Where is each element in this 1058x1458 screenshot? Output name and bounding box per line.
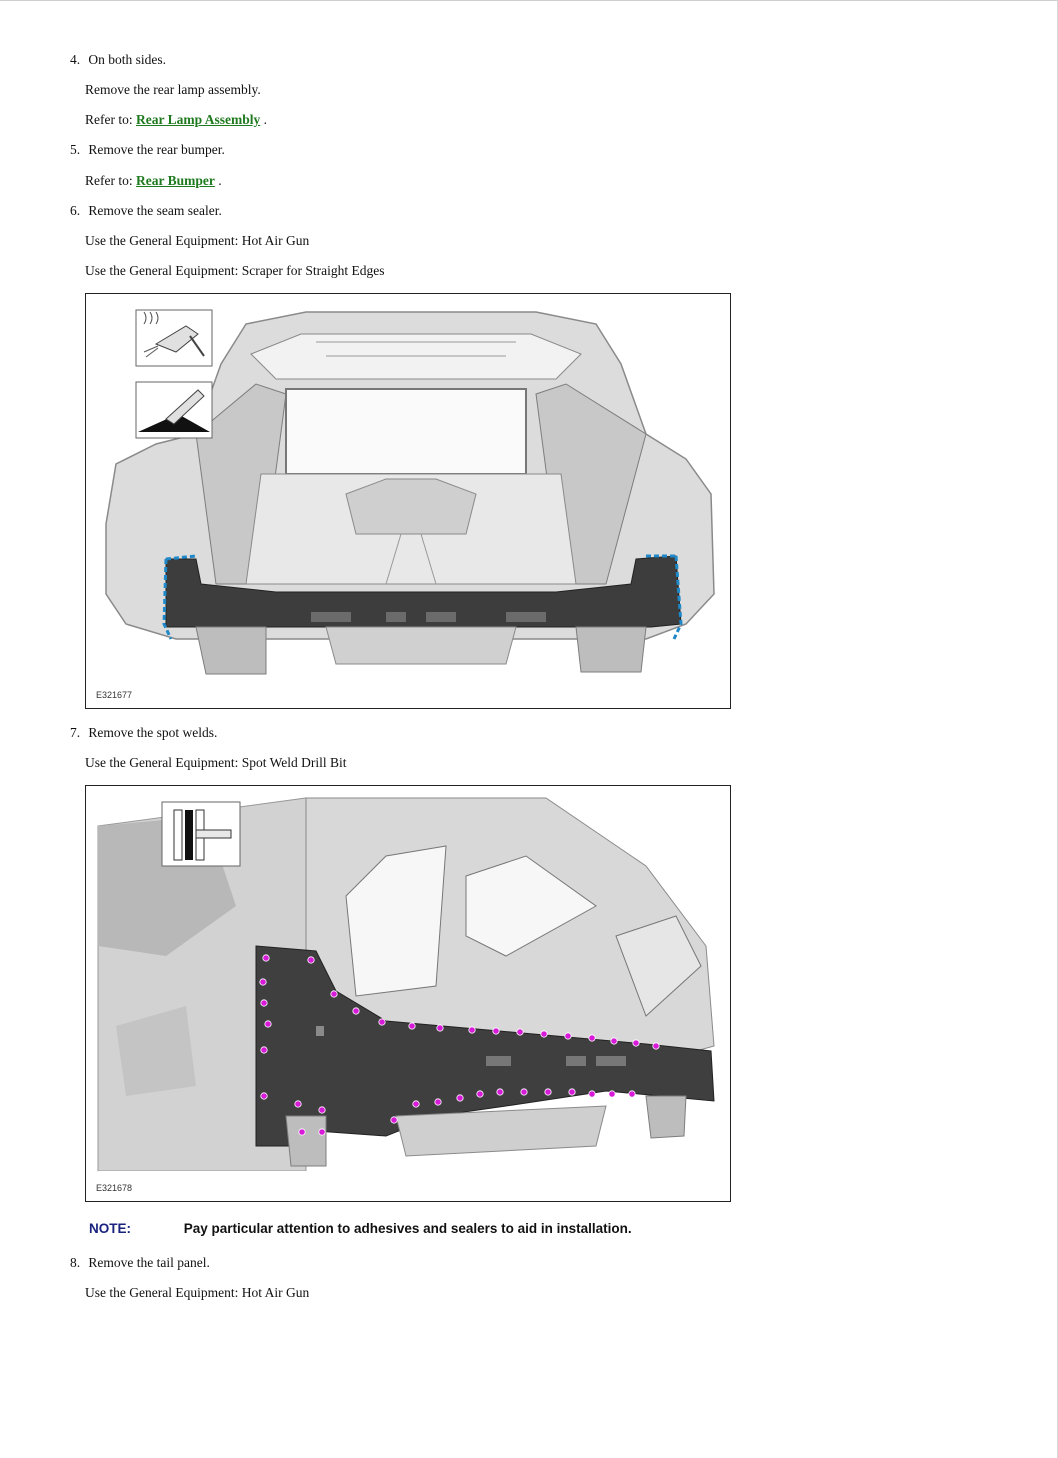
step-4: 4. On both sides. (70, 52, 166, 68)
spot-weld-markers (259, 954, 660, 1136)
seam-sealer-marker-right (672, 555, 683, 640)
spot-weld-marker (260, 1046, 268, 1054)
spot-weld-marker (264, 1020, 272, 1028)
link-suffix: . (263, 112, 267, 127)
figure-id: E321678 (96, 1183, 133, 1193)
step-text: Remove the rear bumper. (88, 142, 225, 157)
quarter-panel-illustration (97, 797, 730, 1201)
step-8-equipment: Use the General Equipment: Hot Air Gun (85, 1285, 310, 1300)
page-top-border (0, 0, 1058, 1)
step-7: 7. Remove the spot welds. (70, 725, 217, 741)
step-6: 6. Remove the seam sealer. (70, 203, 222, 219)
spot-weld-marker (318, 1128, 326, 1136)
seam-sealer-marker-left (162, 558, 173, 640)
spot-weld-marker (544, 1088, 552, 1096)
step-4-reference: Refer to: Rear Lamp Assembly . (85, 112, 267, 128)
step-7-equipment: Use the General Equipment: Spot Weld Dri… (85, 755, 347, 770)
spot-weld-marker (318, 1106, 326, 1114)
spot-weld-marker (378, 1018, 386, 1026)
refer-prefix: Refer to: (85, 112, 133, 127)
spot-weld-marker (608, 1090, 616, 1098)
spot-weld-marker (390, 1116, 398, 1124)
spot-weld-marker (260, 1092, 268, 1100)
step-5: 5. Remove the rear bumper. (70, 142, 225, 158)
step-number: 5. (70, 142, 81, 157)
step-5-reference: Refer to: Rear Bumper . (85, 173, 222, 189)
step-number: 4. (70, 52, 81, 67)
figure-spot-welds: E321678 (85, 785, 731, 1202)
spot-weld-marker (434, 1098, 442, 1106)
spot-weld-marker (492, 1027, 500, 1035)
spot-weld-marker (262, 954, 270, 962)
step-6-equipment-2: Use the General Equipment: Scraper for S… (85, 263, 385, 278)
spot-weld-marker (568, 1088, 576, 1096)
spot-weld-marker (436, 1024, 444, 1032)
spot-weld-marker (588, 1034, 596, 1042)
step-text: Remove the tail panel. (88, 1255, 210, 1270)
link-suffix: . (218, 173, 222, 188)
spot-weld-marker (496, 1088, 504, 1096)
figure-seam-sealer: E321677 (85, 293, 731, 709)
step-6-equipment-1: Use the General Equipment: Hot Air Gun (85, 233, 310, 248)
rear-bumper-link[interactable]: Rear Bumper (135, 173, 215, 188)
spot-weld-marker (260, 999, 268, 1007)
figure-id: E321677 (96, 690, 133, 700)
note: NOTE: Pay particular attention to adhesi… (89, 1221, 632, 1236)
spot-weld-marker (259, 978, 267, 986)
spot-weld-marker (468, 1026, 476, 1034)
spot-weld-drill-bit-icon (161, 801, 241, 867)
spot-weld-marker (628, 1090, 636, 1098)
rear-lamp-assembly-link[interactable]: Rear Lamp Assembly (135, 112, 261, 127)
spot-weld-marker (352, 1007, 360, 1015)
spot-weld-marker (307, 956, 315, 964)
hot-air-gun-icon (135, 309, 213, 367)
spot-weld-marker (408, 1022, 416, 1030)
spot-weld-marker (520, 1088, 528, 1096)
scraper-icon (135, 381, 213, 439)
spot-weld-marker (294, 1100, 302, 1108)
spot-weld-marker (456, 1094, 464, 1102)
spot-weld-marker (298, 1128, 306, 1136)
note-label: NOTE: (89, 1221, 131, 1236)
spot-weld-marker (610, 1037, 618, 1045)
spot-weld-marker (516, 1028, 524, 1036)
spot-weld-marker (588, 1090, 596, 1098)
spot-weld-marker (652, 1042, 660, 1050)
step-number: 6. (70, 203, 81, 218)
step-number: 7. (70, 725, 81, 740)
spot-weld-marker (330, 990, 338, 998)
spot-weld-marker (412, 1100, 420, 1108)
note-text: Pay particular attention to adhesives an… (183, 1221, 632, 1236)
step-4-action: Remove the rear lamp assembly. (85, 82, 261, 97)
spot-weld-marker (564, 1032, 572, 1040)
spot-weld-marker (632, 1039, 640, 1047)
spot-weld-marker (540, 1030, 548, 1038)
step-number: 8. (70, 1255, 81, 1270)
step-text: Remove the spot welds. (88, 725, 218, 740)
spot-weld-marker (476, 1090, 484, 1098)
step-8: 8. Remove the tail panel. (70, 1255, 210, 1271)
refer-prefix: Refer to: (85, 173, 133, 188)
vehicle-rear-body-illustration (105, 309, 715, 675)
step-text: On both sides. (88, 52, 166, 67)
step-text: Remove the seam sealer. (88, 203, 222, 218)
